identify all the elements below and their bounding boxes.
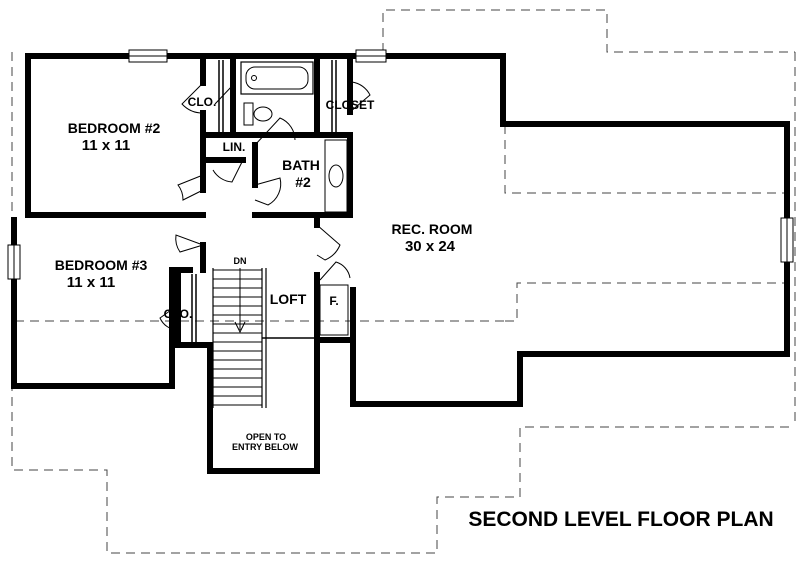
bath-name: BATH [282, 157, 320, 173]
fixtures [191, 60, 349, 343]
closet-label-top: CLO. [188, 95, 217, 109]
bath-number: #2 [295, 174, 311, 190]
closet-label: CLOSET [326, 98, 375, 112]
bedroom3-size: 11 x 11 [67, 274, 115, 291]
rec-room-size: 30 x 24 [405, 238, 456, 255]
loft-label: LOFT [270, 291, 307, 307]
furnace-label: F. [329, 294, 338, 308]
plan-title: SECOND LEVEL FLOOR PLAN [468, 508, 773, 531]
bedroom2-size: 11 x 11 [82, 137, 130, 154]
open-to-label: OPEN TO [246, 432, 286, 442]
stair [212, 268, 267, 408]
labels: BEDROOM #2 11 x 11 BEDROOM #3 11 x 11 CL… [55, 95, 774, 531]
stair-direction-label: DN [234, 256, 247, 266]
roof-outline [11, 9, 796, 554]
exterior-walls [11, 53, 790, 474]
closet-label-bottom: CLO. [164, 307, 193, 321]
entry-below-label: ENTRY BELOW [232, 442, 299, 452]
doors [159, 81, 371, 331]
rec-room-name: REC. ROOM [392, 221, 473, 237]
bedroom3-name: BEDROOM #3 [55, 257, 148, 273]
windows [7, 49, 794, 280]
stair-arrowhead [234, 321, 246, 334]
linen-label: LIN. [223, 140, 246, 154]
bedroom2-name: BEDROOM #2 [68, 120, 161, 136]
